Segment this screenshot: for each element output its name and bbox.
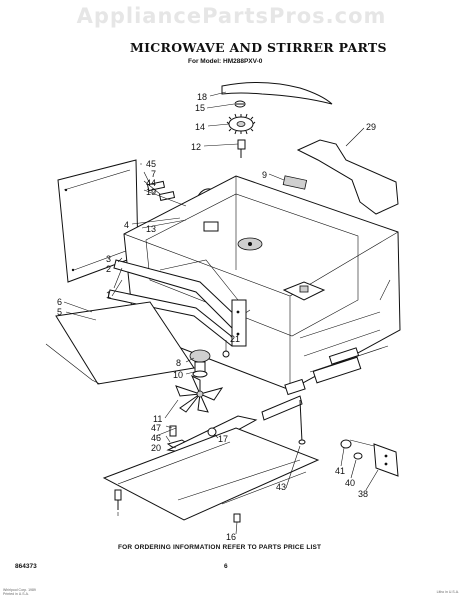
- part-screw-15: [234, 100, 246, 108]
- callout-43: 43: [276, 482, 286, 492]
- callout-17: 17: [218, 434, 228, 444]
- callout-1: 1: [106, 290, 111, 300]
- callout-16: 16: [226, 532, 236, 542]
- callout-2: 2: [106, 264, 111, 274]
- callout-18: 18: [197, 92, 207, 102]
- part-9: [282, 175, 308, 190]
- callout-4: 4: [124, 220, 129, 230]
- fine-print-line: Whirlpool Corp. 1989: [3, 588, 36, 592]
- part-door-panel: [55, 301, 195, 385]
- part-fan-blade: [175, 374, 224, 413]
- callout-6: 6: [57, 297, 62, 307]
- page-number: 6: [224, 563, 228, 570]
- callout-7: 7: [151, 169, 156, 179]
- callout-13: 13: [146, 224, 156, 234]
- callout-47: 47: [151, 423, 161, 433]
- callout-20: 20: [151, 443, 161, 453]
- watermark: AppliancePartsPros.com: [76, 4, 387, 28]
- callout-11: 11: [153, 414, 162, 424]
- callout-leaders: [63, 91, 379, 535]
- ordering-note: FOR ORDERING INFORMATION REFER TO PARTS …: [118, 544, 322, 551]
- part-screw-1: [114, 489, 122, 510]
- callout-12: 12: [191, 142, 201, 152]
- callout-14: 14: [195, 122, 205, 132]
- callout-15: 15: [195, 103, 205, 113]
- callout-21: 21: [230, 334, 240, 344]
- callout-3: 3: [106, 254, 111, 264]
- part-screw-16: [233, 513, 241, 523]
- part-stirrer-motor: [189, 349, 211, 378]
- diagram-title: MICROWAVE AND STIRRER PARTS: [130, 40, 387, 55]
- part-relay-connector: [340, 439, 399, 477]
- fine-print-left: Whirlpool Corp. 1989 Printed in U.S.A.: [3, 588, 36, 596]
- part-bushing-12: [237, 139, 246, 158]
- document-code: 864373: [15, 563, 37, 570]
- callout-29: 29: [366, 122, 376, 132]
- callout-45: 45: [146, 159, 156, 169]
- part-stirrer-blade: [226, 113, 256, 135]
- part-base-plate: [102, 395, 320, 521]
- callout-38: 38: [358, 489, 368, 499]
- callout-5: 5: [57, 307, 62, 317]
- callout-46: 46: [151, 433, 161, 443]
- model-number: For Model: HM288PXV-0: [188, 58, 263, 65]
- part-stirrer-strap: [221, 81, 333, 105]
- callout-44: 44: [146, 178, 156, 188]
- part-oven-cavity: [123, 175, 401, 396]
- callout-19: 19: [146, 187, 156, 197]
- fine-print-right: Litho in U.S.A.: [436, 590, 459, 594]
- callout-10: 10: [173, 370, 183, 380]
- fine-print-line: Printed in U.S.A.: [3, 592, 29, 596]
- callout-9: 9: [262, 170, 267, 180]
- callout-labels: 18 15 14 12 9 29 45 7 44 19 4 13 3 2 1 6…: [57, 92, 376, 542]
- callout-41: 41: [335, 466, 345, 476]
- callout-8: 8: [176, 358, 181, 368]
- callout-40: 40: [345, 478, 355, 488]
